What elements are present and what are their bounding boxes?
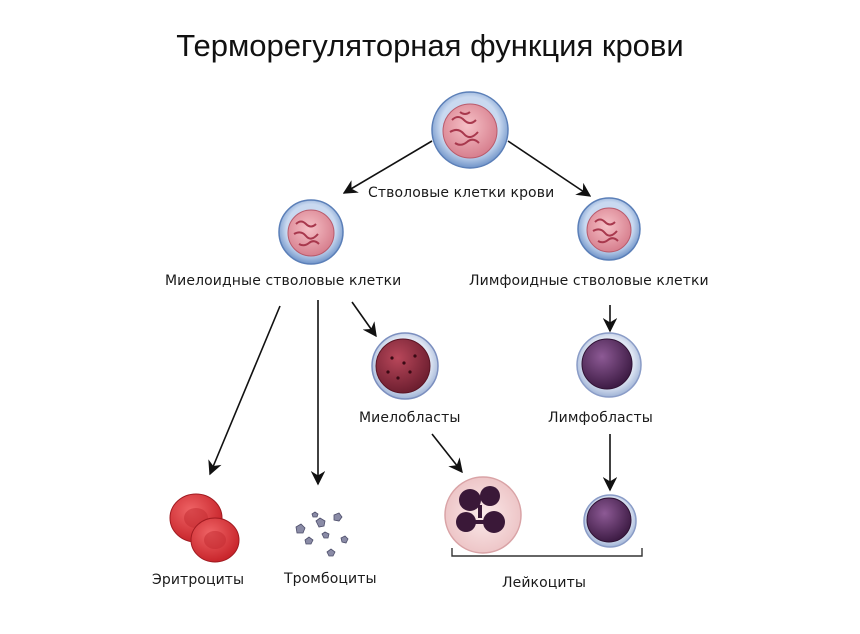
arrow-stem-to-myeloid [342,140,433,194]
arrow-myeloid-to-erythrocytes [208,305,281,476]
label-myeloid-stem-cells: Миелоидные стволовые клетки [165,273,402,289]
label-stem-cells: Стволовые клетки крови [368,185,555,201]
platelet-cells [295,511,349,557]
arrows [208,140,618,492]
stem-cell-top [431,91,509,169]
neutrophil-cell [444,476,522,554]
lymphoid-stem-cell [577,197,641,261]
myeloid-stem-cell [278,199,344,265]
lymphoblast-cell [576,332,642,398]
leukocyte-bracket [451,548,643,557]
slide-title: Терморегуляторная функция крови [176,28,684,63]
myeloblast-cell [371,332,439,400]
label-erythrocytes: Эритроциты [152,572,245,588]
lymphocyte-cell [583,494,637,548]
label-leukocytes: Лейкоциты [502,575,586,591]
erythrocyte-cells [169,493,240,563]
arrow-stem-to-lymphoid [507,140,592,197]
label-platelets: Тромбоциты [284,571,377,587]
arrow-myeloblasts-to-neutrophil [431,433,463,474]
label-lymphoblasts: Лимфобласты [548,410,653,426]
arrow-myeloid-to-myeloblasts [351,301,377,338]
label-myeloblasts: Миелобласты [359,410,461,426]
label-lymphoid-stem-cells: Лимфоидные стволовые клетки [469,273,709,289]
